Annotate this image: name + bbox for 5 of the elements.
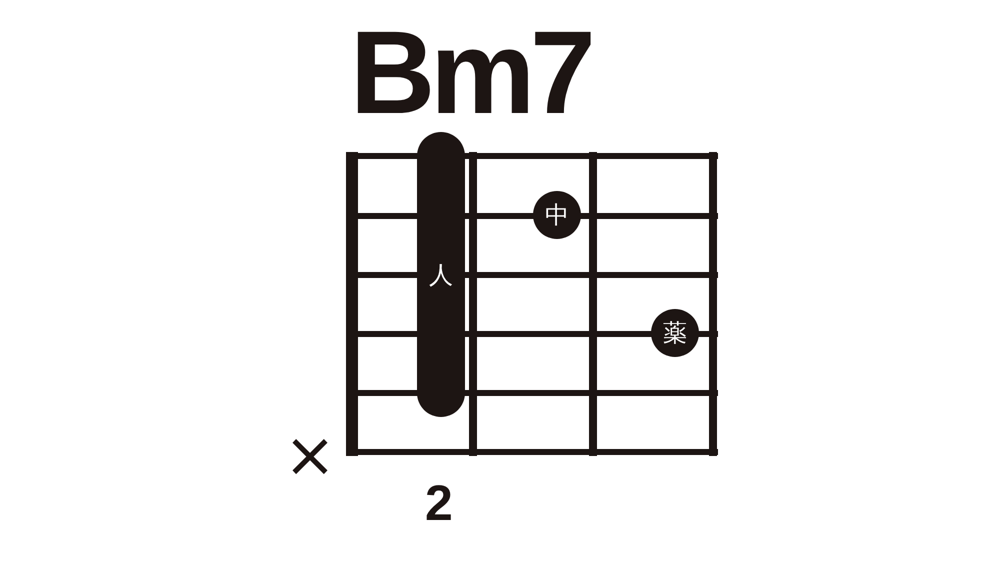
fret-number: 2 <box>425 478 453 528</box>
finger-marker: 薬 <box>651 309 699 357</box>
finger-marker: 中 <box>533 191 581 239</box>
mute-mark: × <box>284 424 336 486</box>
barre-marker: 人 <box>417 132 465 417</box>
